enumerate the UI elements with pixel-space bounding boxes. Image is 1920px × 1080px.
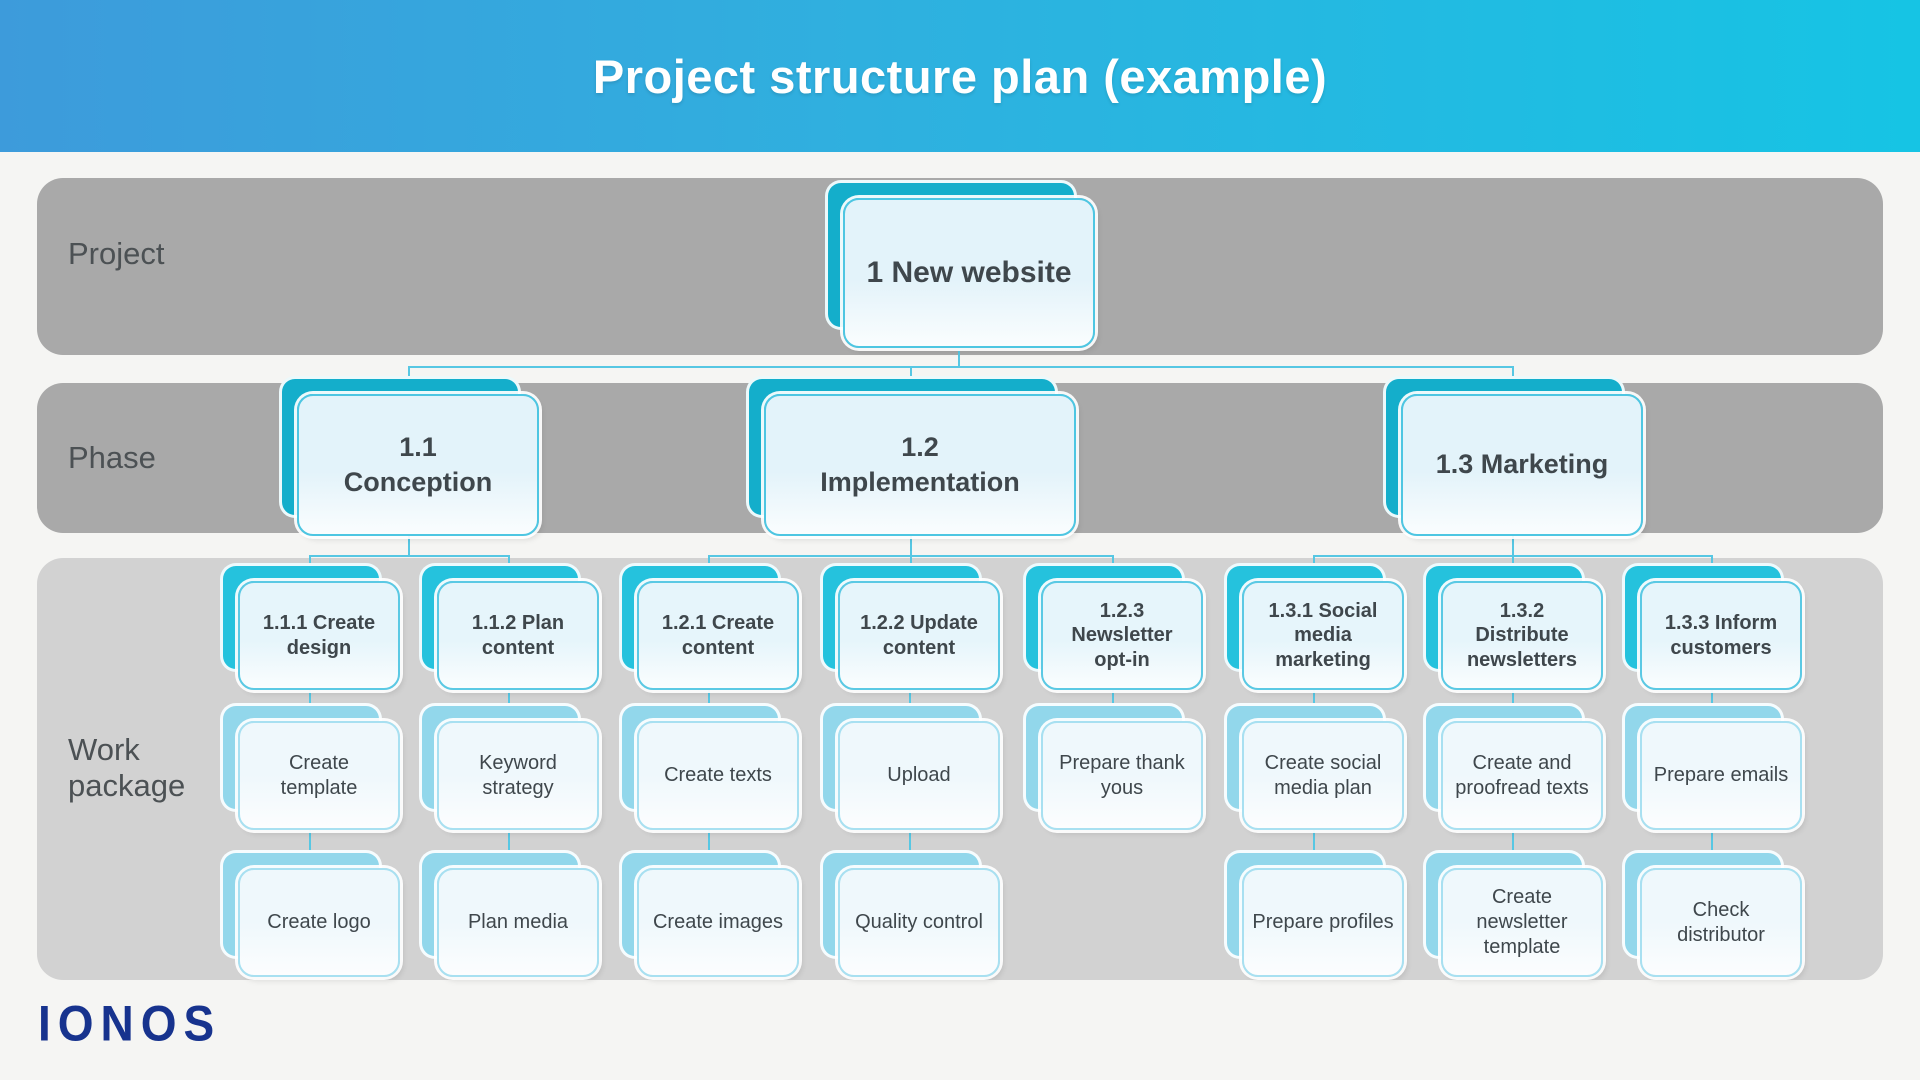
work-header-box: 1.1.1 Create design — [220, 563, 400, 690]
connector-line — [1313, 555, 1713, 557]
phase-number: 1.2 — [901, 431, 939, 462]
task-label: Create template — [238, 721, 400, 830]
task-box: Keyword strategy — [419, 703, 599, 830]
connector-line — [1112, 688, 1114, 705]
task-box: Create images — [619, 850, 799, 977]
task-box: Plan media — [419, 850, 599, 977]
work-header-label: 1.3.2 Distribute newsletters — [1441, 581, 1603, 690]
connector-line — [909, 828, 911, 852]
work-column-7: 1.3.2 Distribute newsletters Create and … — [1423, 563, 1603, 977]
connector-line — [1313, 688, 1315, 705]
work-header-box: 1.2.2 Update content — [820, 563, 1000, 690]
connector-line — [508, 828, 510, 852]
work-column-3: 1.2.1 Create content Create texts Create… — [619, 563, 799, 977]
task-label: Create texts — [637, 721, 799, 830]
work-column-5: 1.2.3 Newsletter opt-in Prepare thank yo… — [1023, 563, 1203, 977]
task-box: Quality control — [820, 850, 1000, 977]
task-label: Quality control — [838, 868, 1000, 977]
work-column-1: 1.1.1 Create design Create template Crea… — [220, 563, 400, 977]
task-box: Create newsletter template — [1423, 850, 1603, 977]
task-box: Create social media plan — [1224, 703, 1404, 830]
task-label: Prepare profiles — [1242, 868, 1404, 977]
work-header-box: 1.3.1 Social media marketing — [1224, 563, 1404, 690]
connector-line — [408, 534, 410, 557]
task-box: Create and proofread texts — [1423, 703, 1603, 830]
connector-line — [309, 828, 311, 852]
task-box: Prepare profiles — [1224, 850, 1404, 977]
task-label: Upload — [838, 721, 1000, 830]
row-label-phase: Phase — [68, 440, 156, 475]
connector-line — [708, 688, 710, 705]
title-bar: Project structure plan (example) — [0, 0, 1920, 152]
task-label: Create logo — [238, 868, 400, 977]
row-label-project: Project — [68, 236, 165, 271]
connector-line — [309, 555, 510, 557]
task-box: Create logo — [220, 850, 400, 977]
page-title: Project structure plan (example) — [592, 49, 1328, 103]
connector-line — [958, 344, 960, 368]
connector-line — [508, 688, 510, 705]
work-column-2: 1.1.2 Plan content Keyword strategy Plan… — [419, 563, 599, 977]
task-box: Check distributor — [1622, 850, 1802, 977]
connector-line — [1711, 828, 1713, 852]
phase-name: Implementation — [820, 467, 1020, 497]
task-label: Prepare thank yous — [1041, 721, 1203, 830]
task-label: Create social media plan — [1242, 721, 1404, 830]
connector-line — [309, 688, 311, 705]
phase-number: 1.1 — [399, 431, 437, 462]
project-box-label: 1 New website — [843, 198, 1095, 348]
connector-line — [409, 366, 1514, 368]
phase-box-label: 1.3 Marketing — [1401, 394, 1643, 536]
task-label: Create images — [637, 868, 799, 977]
work-column-6: 1.3.1 Social media marketing Create soci… — [1224, 563, 1404, 977]
work-header-box: 1.1.2 Plan content — [419, 563, 599, 690]
connector-line — [1512, 828, 1514, 852]
connector-line — [909, 688, 911, 705]
task-label: Create newsletter template — [1441, 868, 1603, 977]
phase-box-marketing: 1.3 Marketing — [1383, 376, 1643, 536]
task-label: Check distributor — [1640, 868, 1802, 977]
connector-line — [708, 828, 710, 852]
work-header-label: 1.2.2 Update content — [838, 581, 1000, 690]
row-label-work: Work package — [68, 732, 186, 803]
task-label: Plan media — [437, 868, 599, 977]
connector-line — [1313, 828, 1315, 852]
work-header-box: 1.3.3 Inform customers — [1622, 563, 1802, 690]
task-label: Create and proofread texts — [1441, 721, 1603, 830]
phase-name: Conception — [343, 467, 493, 497]
connector-line — [1512, 688, 1514, 705]
ionos-logo: IONOS — [38, 994, 222, 1052]
work-header-box: 1.3.2 Distribute newsletters — [1423, 563, 1603, 690]
task-label: Keyword strategy — [437, 721, 599, 830]
task-box: Prepare emails — [1622, 703, 1802, 830]
task-box: Prepare thank yous — [1023, 703, 1203, 830]
connector-line — [708, 555, 1114, 557]
task-box: Create template — [220, 703, 400, 830]
work-header-label: 1.3.3 Inform customers — [1640, 581, 1802, 690]
phase-number: 1.3 Marketing — [1435, 449, 1609, 480]
work-header-label: 1.3.1 Social media marketing — [1242, 581, 1404, 690]
connector-line — [1711, 688, 1713, 705]
work-header-box: 1.2.1 Create content — [619, 563, 799, 690]
work-header-label: 1.2.3 Newsletter opt-in — [1041, 581, 1203, 690]
work-header-label: 1.1.2 Plan content — [437, 581, 599, 690]
task-box: Upload — [820, 703, 1000, 830]
work-column-8: 1.3.3 Inform customers Prepare emails Ch… — [1622, 563, 1802, 977]
work-header-label: 1.2.1 Create content — [637, 581, 799, 690]
work-header-box: 1.2.3 Newsletter opt-in — [1023, 563, 1203, 690]
project-box: 1 New website — [825, 180, 1095, 348]
work-header-label: 1.1.1 Create design — [238, 581, 400, 690]
task-box: Create texts — [619, 703, 799, 830]
task-label: Prepare emails — [1640, 721, 1802, 830]
work-column-4: 1.2.2 Update content Upload Quality cont… — [820, 563, 1000, 977]
